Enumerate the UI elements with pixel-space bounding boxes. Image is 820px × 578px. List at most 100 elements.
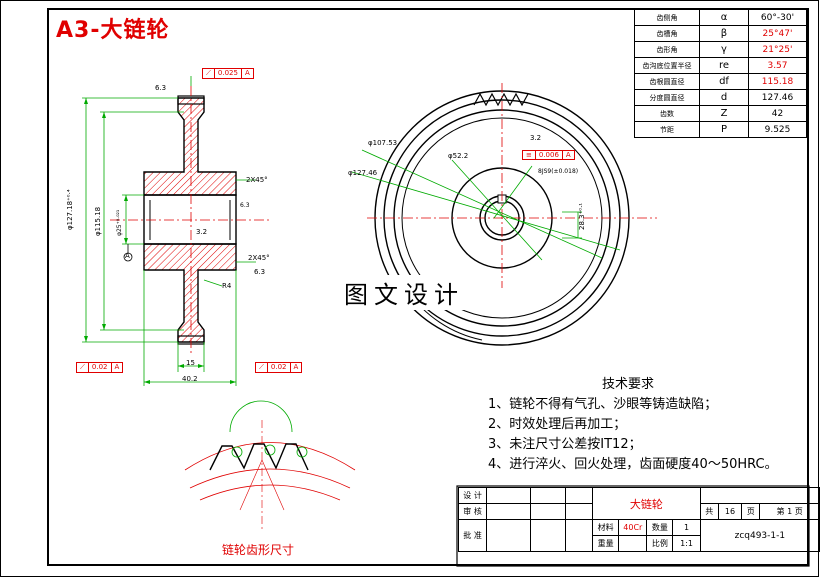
parameter-name: 齿形角 (634, 41, 700, 58)
parameter-symbol: α (699, 9, 749, 26)
tech-item: 2、时效处理后再加工； (488, 417, 627, 432)
total-length: 40.2 (182, 375, 198, 383)
gdt-bottom-left-datum: A (114, 363, 120, 371)
gdt-bottom-left-value: 0.02 (89, 363, 112, 372)
weight-label: 重量 (592, 535, 620, 552)
gdt-bottom-right-frame: ⟋ 0.02 A (255, 362, 303, 373)
sheet-unit: 页 (794, 507, 803, 516)
scale-label: 比例 (646, 535, 674, 552)
drawing-title: A3-大链轮 (56, 18, 170, 43)
hub-length: 15 (186, 359, 195, 367)
tooth-profile (184, 400, 356, 530)
parameter-name: 分度圆直径 (634, 89, 700, 106)
title-block: 设 计 大链轮 审 核 共 16 页 第 1 页 批 准 材料 40Cr 数量 … (457, 487, 820, 552)
parameter-name: 齿侧角 (634, 9, 700, 26)
tooth-profile-caption: 链轮齿形尺寸 (222, 543, 295, 557)
keyway-note: 8JS9(±0.018) (538, 168, 579, 175)
technical-requirements: 技术要求 1、链轮不得有气孔、沙眼等铸造缺陷； 2、时效处理后再加工； 3、未注… (488, 375, 778, 475)
parameter-name: 齿根圆直径 (634, 73, 700, 90)
roughness-top: 6.3 (155, 84, 167, 92)
roughness-side: 6.3 (240, 202, 250, 209)
material-value: 40Cr (618, 519, 648, 536)
front-gdt-datum: A (565, 151, 571, 159)
tech-item: 3、未注尺寸公差按IT12； (488, 437, 642, 452)
parameter-value: 42 (748, 105, 807, 122)
key-depth: 28.3⁺⁰·¹ (578, 202, 586, 230)
parameter-symbol: df (699, 73, 749, 90)
front-roughness: 3.2 (530, 134, 542, 142)
roughness-lower: 6.3 (254, 268, 266, 276)
parameter-symbol: P (699, 121, 749, 138)
check-label: 审 核 (457, 503, 488, 520)
tech-item: 4、进行淬火、回火处理，齿面硬度40～50HRC。 (488, 457, 778, 472)
parameter-symbol: γ (699, 41, 749, 58)
parameter-name: 齿槽角 (634, 25, 700, 42)
section-view (82, 76, 270, 386)
approve-label: 批 准 (457, 519, 488, 552)
front-gdt-frame: ≡ 0.006 A (522, 150, 575, 160)
qty-value: 1 (672, 519, 701, 536)
drawing-frame (47, 8, 809, 566)
chamfer-top: 2X45° (246, 176, 268, 184)
lower-web-section (143, 243, 237, 343)
parameter-value: 60°-30' (748, 9, 807, 26)
parameter-name: 齿数 (634, 105, 700, 122)
upper-web-section (143, 97, 237, 196)
parameter-symbol: d (699, 89, 749, 106)
scale-value: 1:1 (672, 535, 701, 552)
datum-label: A (125, 252, 130, 260)
watermark: 图文设计 (342, 275, 466, 310)
material-label: 材料 (592, 519, 620, 536)
parameter-value: 127.46 (748, 89, 807, 106)
tech-title: 技术要求 (602, 377, 655, 392)
front-gdt-value: 0.006 (536, 151, 563, 159)
gdt-top-frame: ⟋ 0.025 A (202, 68, 254, 79)
parameter-symbol: Z (699, 105, 749, 122)
sheet-no: 1 (787, 507, 793, 516)
gdt-top-datum: A (244, 69, 250, 77)
design-label: 设 计 (457, 487, 488, 504)
sheet-label: 第 (776, 507, 785, 516)
front-dia-hub: φ52.2 (448, 152, 469, 160)
bore-dimension: φ25⁺⁰·⁰²¹ (116, 209, 123, 236)
total-pages: 16 (717, 503, 743, 520)
gdt-top-value: 0.025 (215, 69, 242, 78)
front-view (351, 83, 657, 346)
root-dimension: φ115.18 (94, 206, 102, 236)
parameter-symbol: β (699, 25, 749, 42)
od-dimension: φ127.18⁺⁰·⁴ (66, 189, 74, 230)
parameter-value: 115.18 (748, 73, 807, 90)
pages-unit: 页 (741, 503, 761, 520)
parameter-name: 节距 (634, 121, 700, 138)
parameter-value: 21°25' (748, 41, 807, 58)
front-dia-outer: φ107.53 (368, 139, 398, 147)
drawing-number: zcq493-1-1 (699, 519, 820, 552)
parameter-value: 3.57 (748, 57, 807, 74)
part-name: 大链轮 (592, 487, 701, 520)
chamfer-bottom: 2X45° (248, 254, 270, 262)
tech-item: 1、链轮不得有气孔、沙眼等铸造缺陷； (488, 397, 718, 412)
parameter-value: 9.525 (748, 121, 807, 138)
parameter-name: 齿沟底位置半径 (634, 57, 700, 74)
gdt-bottom-right-datum: A (293, 363, 299, 371)
parameter-value: 25°47' (748, 25, 807, 42)
bore-section (143, 194, 237, 245)
roughness-bore: 3.2 (196, 228, 208, 236)
radius-label: R4 (222, 282, 232, 290)
gdt-bottom-left-frame: ⟋ 0.02 A (76, 362, 124, 373)
gdt-bottom-right-value: 0.02 (268, 363, 291, 372)
parameter-symbol: re (699, 57, 749, 74)
total-label: 共 (699, 503, 719, 520)
front-dia-pitch: φ127.46 (348, 169, 378, 177)
